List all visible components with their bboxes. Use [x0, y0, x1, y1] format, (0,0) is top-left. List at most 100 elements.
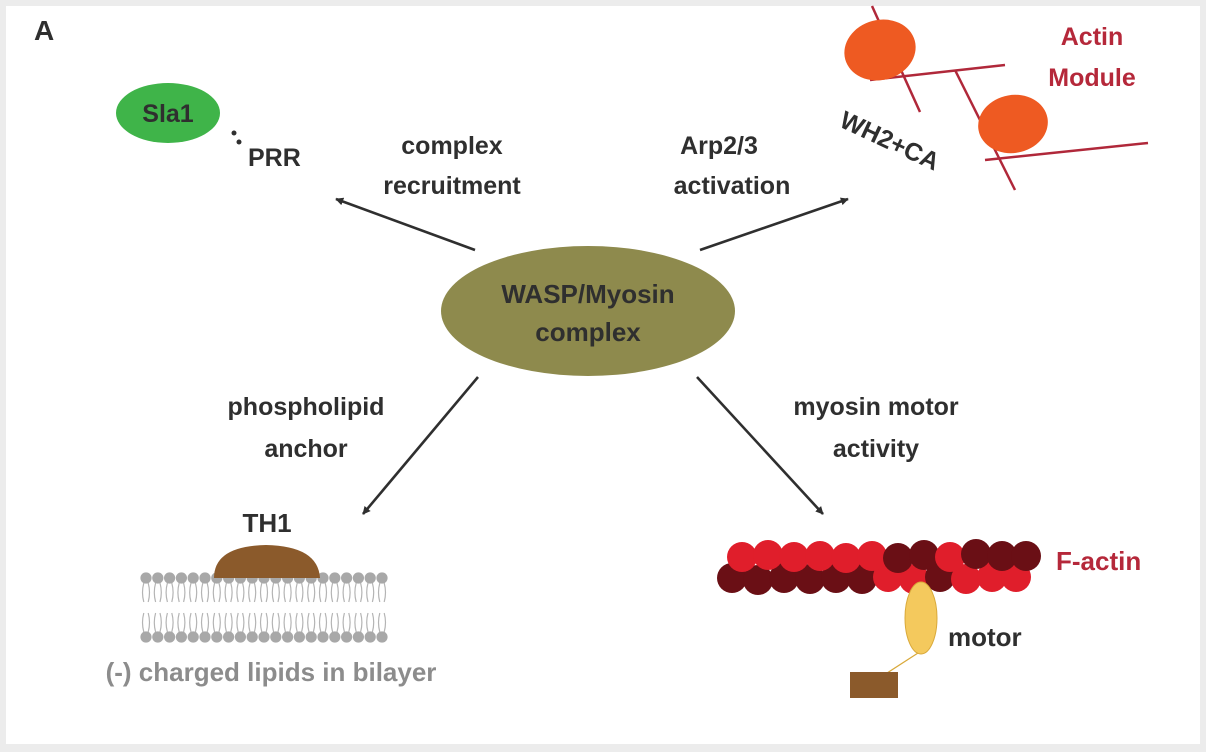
lipid-tail — [171, 582, 174, 603]
lipid-head — [329, 631, 341, 643]
lipid-tail — [147, 582, 151, 603]
lipid-tail — [230, 582, 233, 603]
lipid-tail — [206, 612, 210, 633]
lipid-head — [175, 631, 187, 643]
caption-top-right-line2: activation — [674, 172, 791, 200]
lipid-tail — [271, 612, 275, 633]
center-node: WASP/Myosin complex — [441, 246, 735, 376]
lipid-tail — [271, 582, 275, 603]
lipid-tail — [212, 612, 216, 633]
caption-top-left-line2: recruitment — [383, 172, 521, 200]
lipid-tail — [312, 582, 316, 603]
lipid-tail — [360, 582, 363, 603]
lipid-tail — [242, 612, 245, 633]
lipid-tail — [295, 582, 298, 603]
bilayer-caption: (-) charged lipids in bilayer — [106, 657, 437, 687]
lipid-head — [293, 631, 305, 643]
lipid-tail — [383, 582, 387, 603]
lipid-head — [211, 631, 223, 643]
lipid-tail — [141, 612, 145, 633]
lipid-tail — [147, 612, 151, 633]
th1-label: TH1 — [242, 508, 291, 538]
lipid-tail — [371, 612, 375, 633]
motor-label: motor — [948, 622, 1022, 652]
lipid-tail — [312, 612, 316, 633]
lipid-tail — [177, 612, 180, 633]
actin-module-label-line1: Actin — [1061, 23, 1124, 51]
actin-subunit — [951, 564, 981, 594]
factin-label: F-actin — [1056, 546, 1141, 576]
lipid-tail — [307, 612, 310, 633]
lipid-tail — [342, 612, 345, 633]
lipid-head — [305, 631, 317, 643]
arrow-captions: complex recruitment Arp2/3 activation ph… — [228, 132, 959, 463]
arrow-bottom-left — [362, 376, 479, 515]
membrane-group: TH1 (-) charged lipids in bilayer — [106, 508, 437, 687]
lipid-tail — [289, 582, 292, 603]
lipid-head — [199, 631, 211, 643]
caption-top-left-line1: complex — [401, 132, 503, 160]
lipid-head — [352, 631, 364, 643]
lipid-tail — [324, 612, 328, 633]
lipid-head — [376, 631, 388, 643]
lipid-tail — [348, 612, 351, 633]
center-ellipse — [441, 246, 735, 376]
actin-subunit — [909, 540, 939, 570]
lipid-head — [187, 572, 199, 584]
th1-domain — [214, 545, 320, 578]
lipid-tail — [301, 612, 304, 633]
lipid-heads — [140, 572, 388, 643]
actin-subunit — [753, 540, 783, 570]
prr-label: PRR — [248, 144, 301, 172]
actin-module-label-line2: Module — [1048, 64, 1136, 92]
lipid-head — [329, 572, 341, 584]
actin-subunit — [727, 542, 757, 572]
arrow-top-right — [699, 197, 849, 252]
lipid-head — [246, 631, 258, 643]
caption-bottom-right-line2: activity — [833, 435, 919, 463]
caption-bottom-left-line2: anchor — [264, 435, 348, 463]
motor-lever — [883, 652, 919, 676]
lipid-tail — [377, 612, 381, 633]
actin-subunit — [847, 564, 877, 594]
arrow-bottom-right — [696, 376, 824, 515]
lipid-tail — [242, 582, 245, 603]
lipid-tail — [301, 582, 304, 603]
lipid-tail — [218, 612, 221, 633]
lipid-tail — [189, 612, 192, 633]
lipid-tail — [366, 582, 369, 603]
lipid-tail — [153, 582, 157, 603]
actin-subunit — [743, 565, 773, 595]
lipid-tail — [183, 612, 186, 633]
lipid-tail — [342, 582, 345, 603]
center-label-line2: complex — [535, 317, 641, 347]
lipid-tail — [265, 612, 269, 633]
lipid-tail — [177, 582, 180, 603]
lipid-head — [164, 631, 176, 643]
lipid-tail — [330, 582, 334, 603]
lipid-tail — [324, 582, 328, 603]
lipid-head — [187, 631, 199, 643]
caption-top-right-line1: Arp2/3 — [680, 132, 758, 160]
lipid-tail — [165, 612, 168, 633]
sla1-link-dots — [231, 130, 242, 145]
lipid-tail — [153, 612, 157, 633]
lipid-head — [175, 572, 187, 584]
lipid-tail — [354, 612, 357, 633]
lipid-tail — [360, 612, 363, 633]
lipid-tail — [200, 582, 204, 603]
lipid-head — [317, 572, 329, 584]
lipid-tail — [159, 582, 162, 603]
lipid-tail — [141, 582, 145, 603]
lipid-tail — [265, 582, 269, 603]
lipid-head — [364, 631, 376, 643]
lipid-tail — [277, 612, 280, 633]
myosin-motor — [904, 581, 938, 655]
lipid-head — [223, 631, 235, 643]
lipid-head — [352, 572, 364, 584]
lipid-tail — [218, 582, 221, 603]
arp-complex-bottom — [978, 94, 1048, 154]
lipid-tail — [318, 612, 322, 633]
lipid-tail — [283, 582, 286, 603]
